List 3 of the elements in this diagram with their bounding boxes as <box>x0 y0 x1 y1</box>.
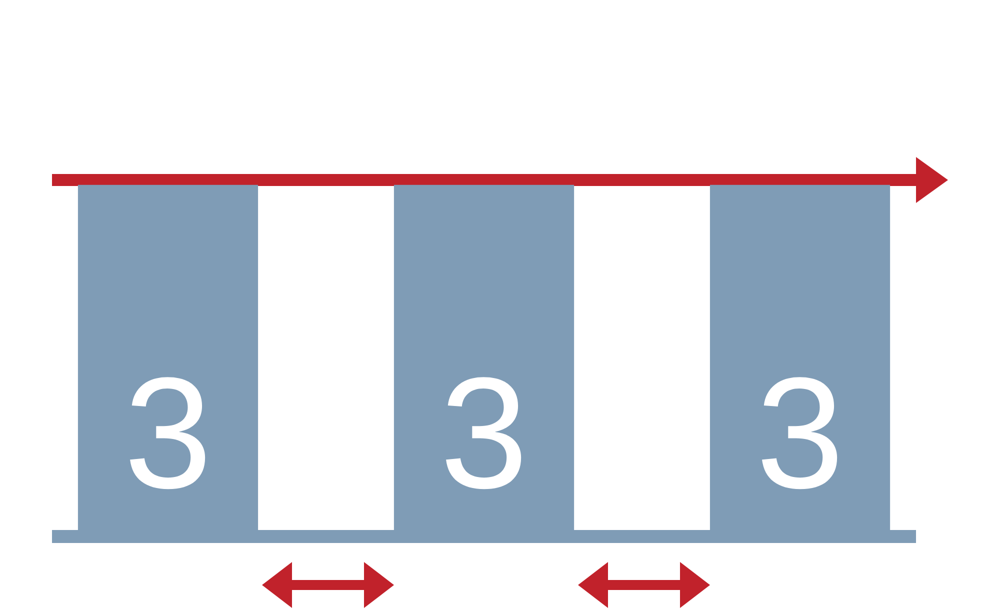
node-label: 3 <box>130 377 206 490</box>
node-label: 3 <box>762 377 838 490</box>
node-label: 3 <box>446 377 522 490</box>
